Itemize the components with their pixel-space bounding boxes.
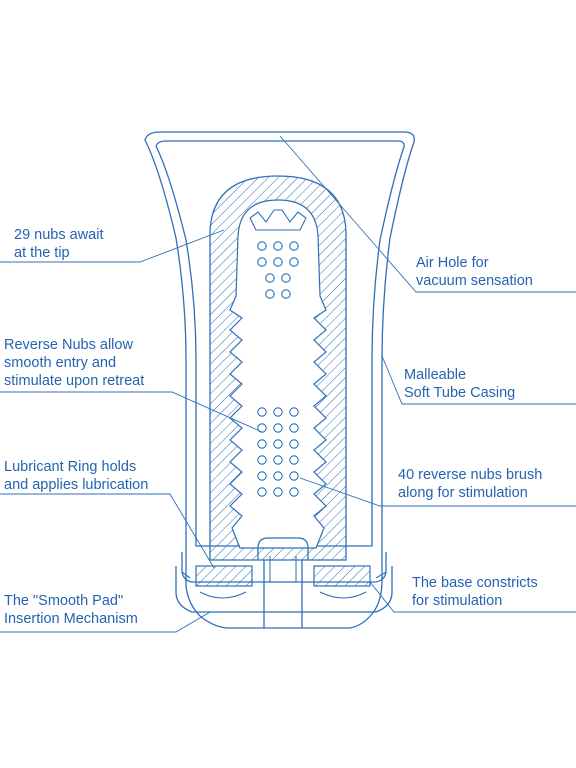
nub-dot xyxy=(273,241,283,251)
label-lube-ring-line1: Lubricant Ring holds xyxy=(4,459,137,475)
nub-dot xyxy=(281,289,291,299)
nub-dot xyxy=(273,455,283,465)
nub-dot xyxy=(289,407,299,417)
base-outer-rim xyxy=(175,566,393,613)
sleeve-canal xyxy=(229,199,327,549)
leader-smooth-pad xyxy=(0,611,211,633)
label-casing: Malleable Soft Tube Casing xyxy=(404,366,515,402)
leader-tip-nubs xyxy=(0,229,225,263)
nub-dot xyxy=(273,257,283,267)
nub-dot xyxy=(289,257,299,267)
smooth-pad-left xyxy=(199,591,247,599)
nub-dot xyxy=(273,471,283,481)
base-housing xyxy=(181,552,387,583)
nub-dot xyxy=(257,471,267,481)
nub-dot xyxy=(257,439,267,449)
label-smooth-pad: The "Smooth Pad" Insertion Mechanism xyxy=(4,592,138,628)
nub-dot xyxy=(273,423,283,433)
label-reverse-nubs: Reverse Nubs allow smooth entry and stim… xyxy=(4,336,144,390)
leader-reverse-nubs xyxy=(0,391,263,433)
label-base: The base constricts for stimulation xyxy=(412,574,538,610)
nub-dot xyxy=(265,273,275,283)
label-air-hole-line1: Air Hole for xyxy=(416,255,489,271)
label-base-line2: for stimulation xyxy=(412,593,503,609)
label-lube-ring: Lubricant Ring holds and applies lubrica… xyxy=(4,458,148,494)
nub-dot xyxy=(289,439,299,449)
nub-dot xyxy=(257,455,267,465)
label-lube-ring-line2: and applies lubrication xyxy=(4,477,149,493)
leader-lube-ring xyxy=(0,493,215,569)
nub-dot xyxy=(257,257,267,267)
nub-dot xyxy=(273,487,283,497)
label-air-hole-line2: vacuum sensation xyxy=(416,273,533,289)
smooth-pad-right xyxy=(319,591,367,599)
label-tip-nubs-line2: at the tip xyxy=(14,245,70,261)
label-reverse-nubs-40: 40 reverse nubs brush along for stimulat… xyxy=(398,466,542,502)
label-casing-line1: Malleable xyxy=(404,367,467,383)
nub-dot xyxy=(257,423,267,433)
label-reverse-nubs-line2: smooth entry and xyxy=(4,355,117,371)
inner-casing xyxy=(155,140,405,547)
leader-air-hole xyxy=(279,135,576,293)
nub-dot xyxy=(289,487,299,497)
nub-dot xyxy=(289,471,299,481)
label-reverse-nubs-line3: stimulate upon retreat xyxy=(4,373,145,389)
label-smooth-pad-line1: The "Smooth Pad" xyxy=(4,593,124,609)
label-smooth-pad-line2: Insertion Mechanism xyxy=(4,611,138,627)
label-casing-line2: Soft Tube Casing xyxy=(404,385,516,401)
lubricant-ring-right xyxy=(313,565,371,587)
nub-dot xyxy=(289,241,299,251)
label-tip-nubs-line1: 29 nubs await xyxy=(14,227,104,243)
nub-dot xyxy=(257,407,267,417)
nub-dot xyxy=(289,423,299,433)
nub-dot xyxy=(281,273,291,283)
lubricant-ring-left xyxy=(195,565,253,587)
label-reverse-nubs-40-line2: along for stimulation xyxy=(398,485,528,501)
nub-dot xyxy=(257,241,267,251)
outer-casing xyxy=(144,131,415,629)
leader-reverse-nubs-40 xyxy=(299,477,576,507)
label-reverse-nubs-line1: Reverse Nubs allow xyxy=(4,337,133,353)
nub-dot xyxy=(289,455,299,465)
center-plug xyxy=(257,537,309,560)
nub-dot xyxy=(273,439,283,449)
label-base-line1: The base constricts xyxy=(412,575,538,591)
label-air-hole: Air Hole for vacuum sensation xyxy=(416,254,533,290)
leader-casing xyxy=(381,355,576,405)
leader-base xyxy=(369,581,576,613)
nub-dot xyxy=(257,487,267,497)
nub-dot xyxy=(265,289,275,299)
label-tip-nubs: 29 nubs await at the tip xyxy=(14,226,103,262)
nub-dot xyxy=(273,407,283,417)
tip-nub-ring xyxy=(249,209,307,231)
label-reverse-nubs-40-line1: 40 reverse nubs brush xyxy=(398,467,543,483)
center-channel xyxy=(263,560,303,628)
